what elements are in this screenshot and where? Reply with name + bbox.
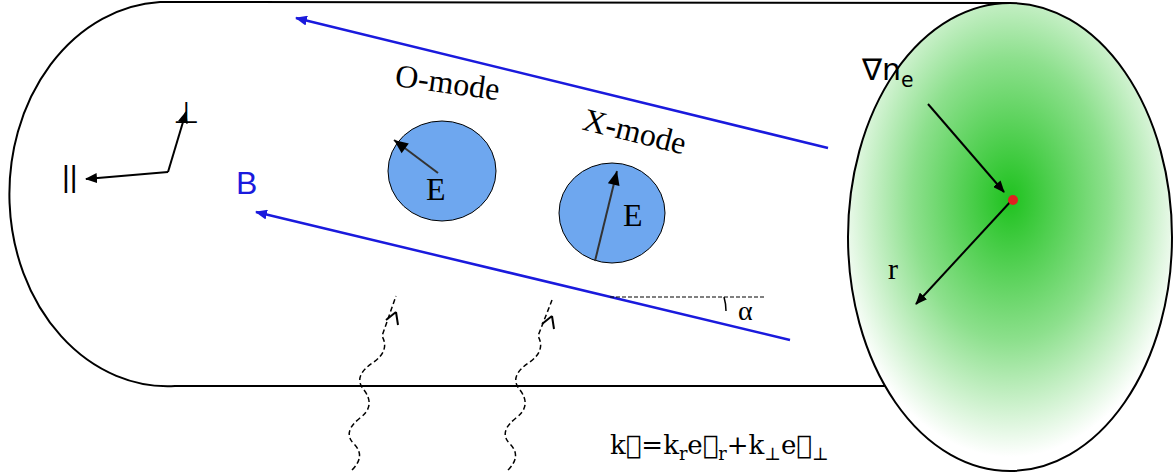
formula-part: e⃗ <box>687 430 718 460</box>
subscript: ⊥ <box>812 444 829 464</box>
density-gradient-label: ∇ne <box>862 52 914 93</box>
circle-outline <box>557 161 667 265</box>
formula-part: e⃗ <box>781 430 812 460</box>
subscript: ⊥ <box>764 444 781 464</box>
radius-label: r <box>888 252 898 285</box>
x-mode-field-circle: E <box>557 161 667 265</box>
circle-outline <box>386 119 498 223</box>
subscript: e <box>901 68 914 92</box>
axis-label: ⊥ <box>173 96 199 129</box>
o-mode-field-circle: E <box>386 119 498 223</box>
formula-part: +k <box>727 430 765 460</box>
subscript: r <box>718 444 726 464</box>
angle-label: α <box>738 296 753 327</box>
formula-part: k⃗=k <box>610 430 679 460</box>
wave-vector-label: k⃗=kre⃗r+k⊥e⃗⊥ <box>610 430 829 465</box>
formula-part: ∇n <box>862 52 901 87</box>
subscript: r <box>679 444 687 464</box>
field-symbol: B <box>236 166 257 201</box>
axis-label: || <box>62 160 78 193</box>
field-label: E <box>426 173 446 205</box>
field-label: E <box>623 199 643 231</box>
